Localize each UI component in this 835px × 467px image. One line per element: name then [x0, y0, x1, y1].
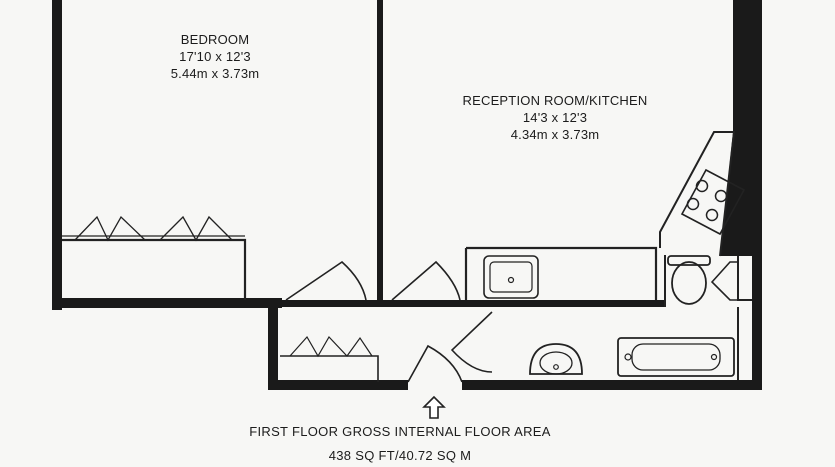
wall-right-corner	[720, 132, 762, 300]
wall-bedroom-reception	[377, 0, 383, 302]
door-swing	[407, 344, 463, 383]
bedroom-wardrobe	[62, 215, 247, 300]
wall-bedroom-left	[52, 0, 62, 310]
bathroom-door	[450, 311, 493, 373]
bath-tub	[631, 343, 721, 371]
room-name: BEDROOM	[180, 32, 250, 47]
towel-rail-icon	[710, 261, 739, 301]
wall-hall-top	[280, 300, 470, 307]
entry-arrow-icon	[422, 395, 446, 419]
wardrobe-door-left	[74, 215, 146, 242]
wall-right-upper	[733, 0, 762, 132]
towel-rail	[710, 261, 739, 301]
toilet-bowl	[671, 261, 707, 305]
hall-cupboard	[280, 335, 379, 382]
kitchen-sink-icon	[483, 255, 539, 299]
toilet-cistern	[667, 255, 711, 266]
bath-outline	[617, 337, 735, 377]
bath-drain	[710, 353, 718, 361]
floor-area-title: FIRST FLOOR GROSS INTERNAL FLOOR AREA	[249, 424, 551, 439]
room-size-imperial: 17'10 x 12'3	[179, 49, 251, 64]
wall-right-lower	[752, 300, 762, 390]
wall-hall-left	[268, 298, 278, 390]
reception-door	[391, 260, 461, 301]
kitchen-counter	[464, 246, 658, 300]
room-name: RECEPTION ROOM/KITCHEN	[462, 93, 648, 108]
reception-label: RECEPTION ROOM/KITCHEN 14'3 x 12'3 4.34m…	[430, 92, 680, 143]
wall-bedroom-bottom	[52, 298, 282, 308]
hob-ring	[714, 189, 728, 203]
counter-outline	[464, 246, 658, 300]
toilet-icon	[667, 255, 711, 305]
wardrobe-door-right	[159, 215, 233, 242]
wall-bottom-right	[462, 380, 762, 390]
sink-drain	[507, 276, 515, 284]
door-swing	[450, 311, 493, 373]
floor-area-value: 438 SQ FT/40.72 SQ M	[328, 448, 472, 463]
hob-ring	[695, 179, 709, 193]
hob-ring	[686, 197, 700, 211]
door-swing	[285, 260, 367, 301]
bath-tap	[624, 353, 632, 361]
hob-counter	[659, 131, 736, 257]
bathroom-partitions	[664, 255, 752, 380]
cupboard-outline	[280, 355, 379, 382]
wash-basin-icon	[529, 343, 583, 375]
wall-bath-top	[465, 300, 665, 307]
basin-bowl	[539, 351, 573, 375]
wall-bottom-left	[268, 380, 408, 390]
entrance-door	[407, 344, 463, 383]
basin-drain	[553, 364, 559, 370]
door-swing	[391, 260, 461, 301]
room-size-metric: 4.34m x 3.73m	[510, 127, 600, 142]
basin-outline	[529, 343, 583, 375]
cupboard-doors	[289, 335, 373, 358]
room-size-metric: 5.44m x 3.73m	[170, 66, 260, 81]
sink-basin	[489, 261, 533, 293]
partition-right	[737, 256, 752, 301]
bath-icon	[617, 337, 735, 377]
walls	[52, 0, 762, 390]
room-size-imperial: 14'3 x 12'3	[522, 110, 588, 125]
kitchen-hob	[659, 131, 746, 257]
bedroom-door	[285, 260, 367, 301]
bedroom-label: BEDROOM 17'10 x 12'3 5.44m x 3.73m	[150, 31, 280, 82]
hob-ring	[705, 208, 719, 222]
hob-icon	[680, 168, 746, 236]
wardrobe-outline	[62, 238, 247, 300]
